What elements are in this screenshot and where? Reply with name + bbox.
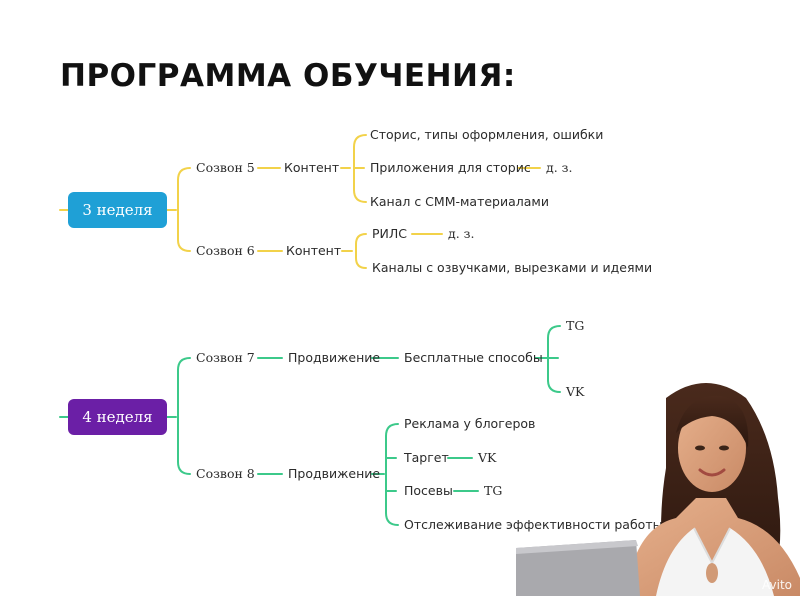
call-6-item-1: РИЛС — [372, 226, 408, 241]
call-8-item-2: Таргет — [404, 450, 449, 465]
week-3-box: 3 неделя — [68, 192, 167, 228]
call-5-item-2: Приложения для сторис — [370, 160, 531, 175]
call-6-homework: д. з. — [448, 226, 475, 241]
call-7-sub: Бесплатные способы — [404, 350, 543, 365]
watermark: Avito — [762, 578, 792, 592]
presenter-photo — [516, 383, 800, 596]
call-8-item-1: Реклама у блогеров — [404, 416, 536, 431]
call-8-posev-leaf: TG — [484, 483, 503, 498]
call-8-target-leaf: VK — [478, 450, 497, 465]
week-4-label: 4 неделя — [82, 408, 153, 426]
week-4-box: 4 неделя — [68, 399, 167, 435]
call-5-label: Созвон 5 — [196, 160, 255, 175]
call-7-leaf-tg: TG — [566, 318, 585, 333]
call-7-leaf-vk: VK — [566, 384, 585, 399]
call-7-label: Созвон 7 — [196, 350, 255, 365]
call-8-item-3: Посевы — [404, 483, 453, 498]
call-8-label: Созвон 8 — [196, 466, 255, 481]
page-title: ПРОГРАММА ОБУЧЕНИЯ: — [60, 58, 516, 94]
call-7-topic: Продвижение — [288, 350, 381, 365]
call-6-topic: Контент — [286, 243, 342, 258]
call-5-item-3: Канал с СММ-материалами — [370, 194, 549, 209]
call-8-item-4: Отслеживание эффективности работы — [404, 517, 663, 532]
call-8-topic: Продвижение — [288, 466, 381, 481]
call-6-item-2: Каналы с озвучками, вырезками и идеями — [372, 260, 653, 275]
call-5-homework: д. з. — [546, 160, 573, 175]
call-5-topic: Контент — [284, 160, 340, 175]
call-6-label: Созвон 6 — [196, 243, 255, 258]
call-5-item-1: Сторис, типы оформления, ошибки — [370, 127, 604, 142]
week-3-label: 3 неделя — [82, 201, 153, 219]
